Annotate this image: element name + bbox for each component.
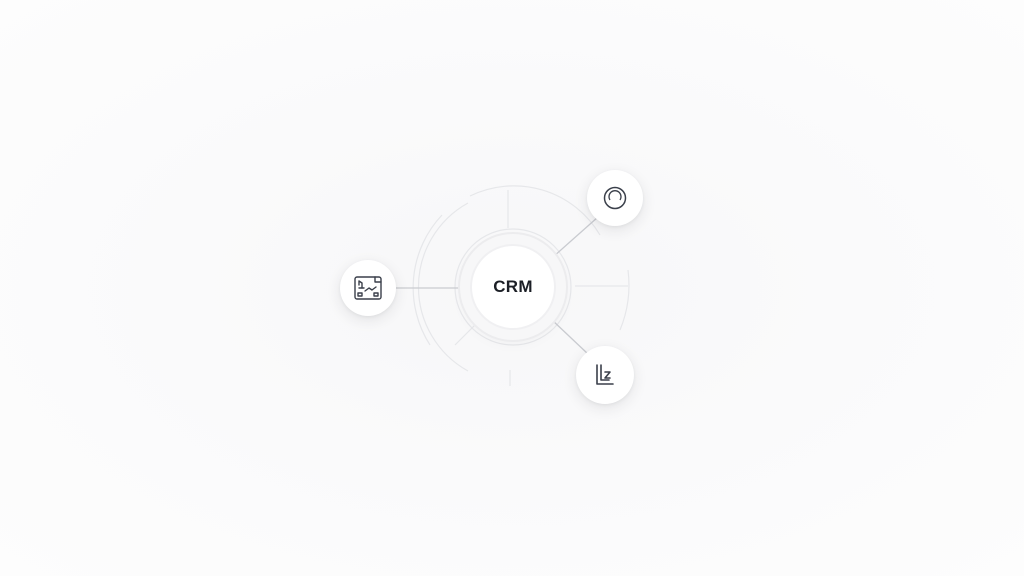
node-top[interactable] [587, 170, 643, 226]
decor-ring-inner [454, 228, 572, 346]
node-left[interactable] [340, 260, 396, 316]
ring-icon [602, 185, 628, 211]
node-bottom[interactable] [576, 346, 634, 404]
hub-label: CRM [493, 277, 533, 296]
connector-bottom [550, 318, 589, 355]
decor-tick-diag [454, 324, 476, 346]
decor-arc-outer-right [619, 269, 630, 331]
decor-arc-outer-left [417, 202, 469, 372]
chart-axis-icon [593, 362, 617, 388]
decor-arc-outer-top [469, 185, 601, 236]
decor-arc-far-left [412, 214, 443, 346]
connector-top [552, 216, 599, 258]
document-chart-icon [353, 275, 383, 301]
crm-hub[interactable]: CRM [472, 246, 554, 328]
